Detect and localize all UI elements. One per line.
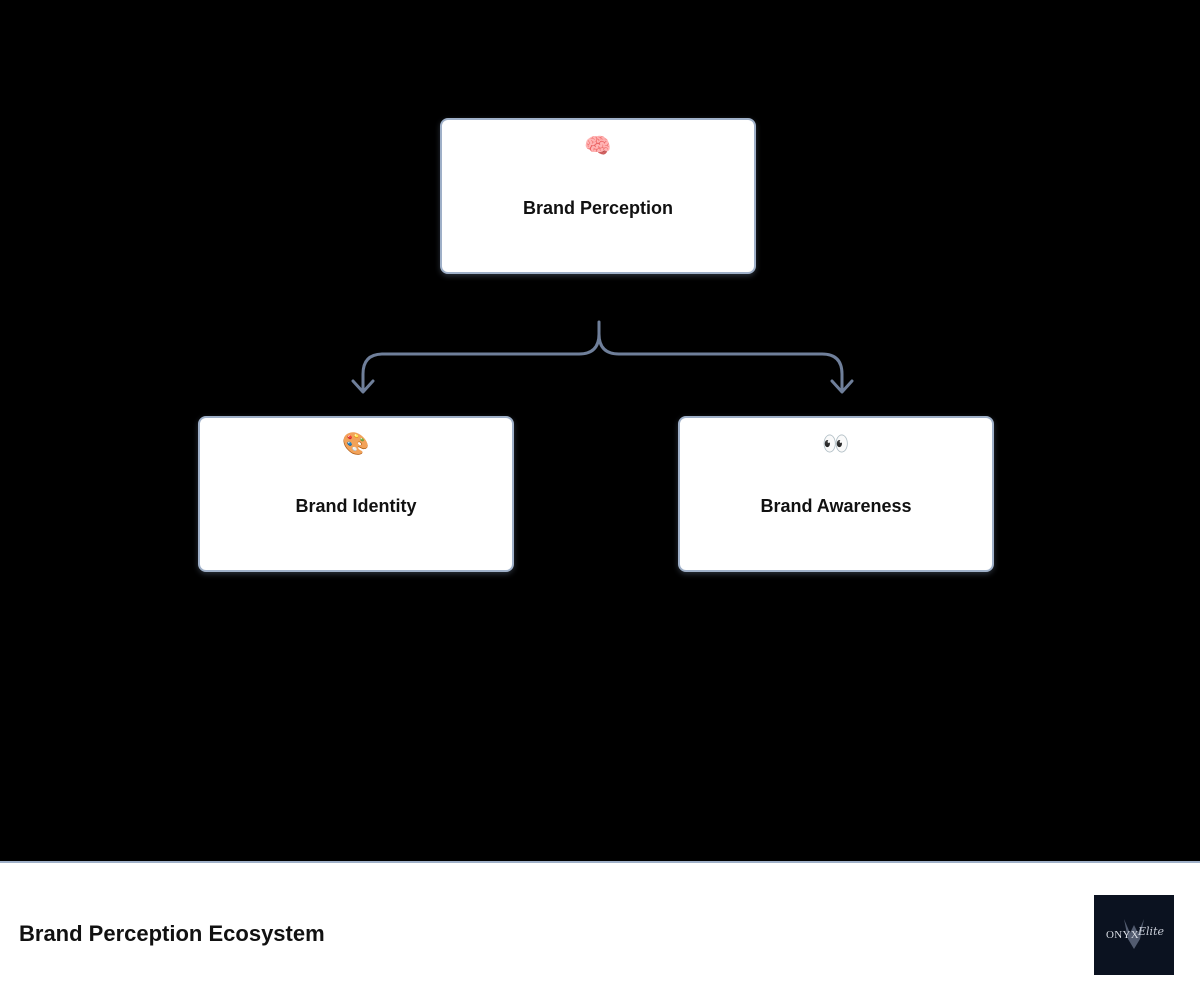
- connector-to-brand-awareness: [617, 352, 844, 393]
- node-label: Brand Awareness: [760, 496, 912, 516]
- node-brand-awareness[interactable]: 👀 Brand Awareness: [678, 416, 994, 572]
- node-label: Brand Perception: [522, 198, 674, 218]
- diagram-title: Brand Perception Ecosystem: [19, 921, 325, 946]
- connector-trunk: [577, 320, 601, 356]
- node-brand-perception[interactable]: 🧠 Brand Perception: [440, 118, 756, 274]
- logo-wordmark: ONYX: [1106, 929, 1139, 941]
- diagram-canvas: 🧠 Brand Perception 🎨 Brand Identity 👀 Br…: [198, 118, 994, 572]
- connector-trunk-right: [597, 332, 621, 356]
- brand-logo: ONYX Elite: [1094, 895, 1174, 975]
- brain-icon: 🧠: [584, 134, 612, 159]
- connector-lines: [351, 320, 854, 394]
- palette-icon: 🎨: [342, 432, 370, 457]
- node-brand-identity[interactable]: 🎨 Brand Identity: [198, 416, 514, 572]
- arrowhead-right: [830, 379, 854, 394]
- arrowhead-left: [351, 379, 375, 394]
- logo-script: Elite: [1138, 925, 1164, 938]
- node-label: Brand Identity: [295, 496, 417, 516]
- connector-to-brand-identity: [361, 352, 581, 393]
- footer: Brand Perception Ecosystem ONYX Elite: [0, 861, 1200, 1000]
- logo-emblem-icon: [1124, 919, 1144, 949]
- eyes-icon: 👀: [822, 432, 850, 457]
